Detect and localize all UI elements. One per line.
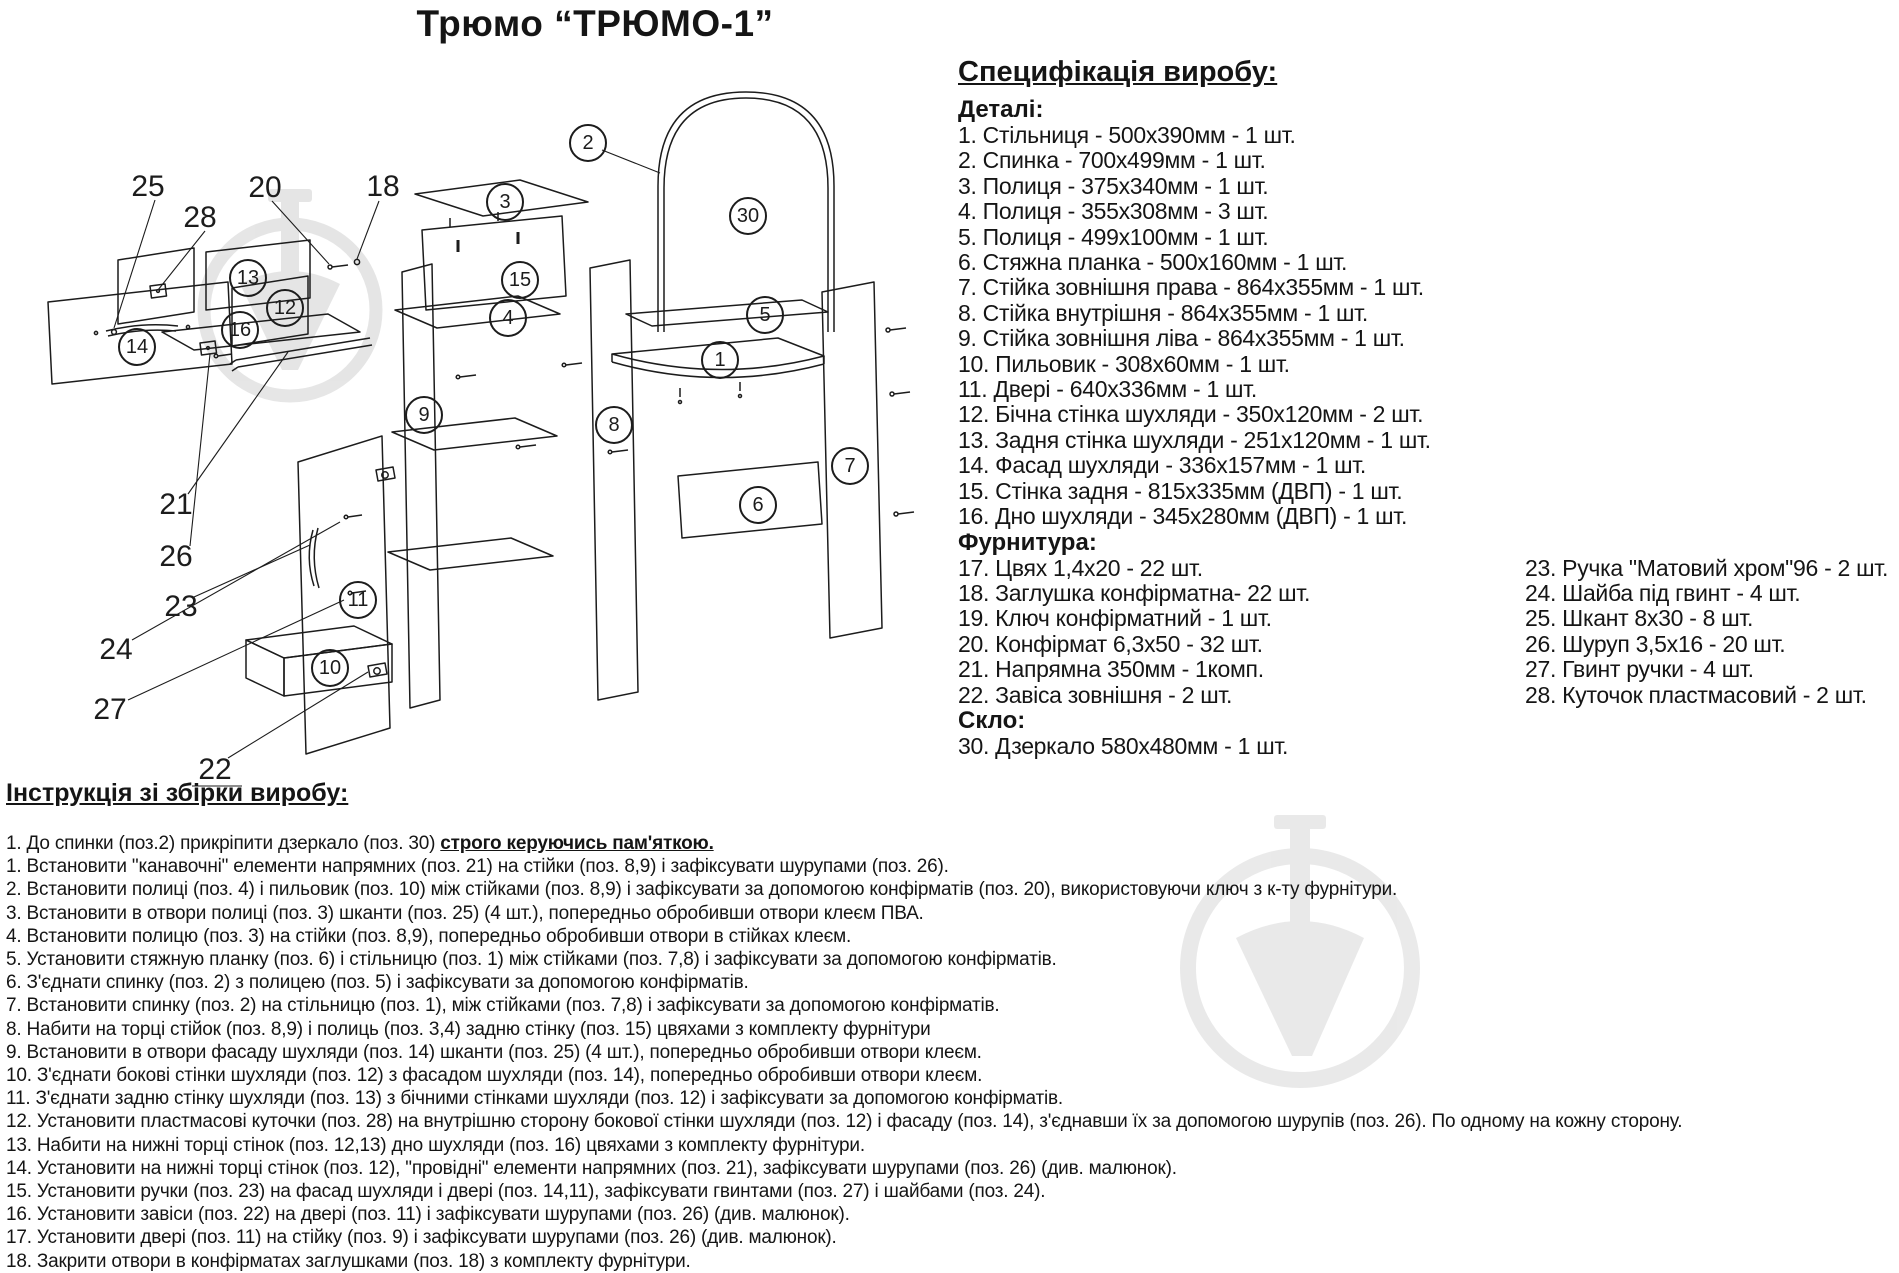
- hardware-item: 28. Куточок пластмасовий - 2 шт.: [1525, 681, 1867, 708]
- details-list: 1. Стільниця - 500х390мм - 1 шт.2. Спинк…: [958, 122, 1896, 530]
- spec-item: 11. Двері - 640х336мм - 1 шт.: [958, 376, 1257, 403]
- spec-item: 15. Стінка задня - 815х335мм (ДВП) - 1 ш…: [958, 477, 1403, 504]
- hardware-item: 21. Напрямна 350мм - 1комп.: [958, 656, 1264, 683]
- part-badge-5: 5: [746, 296, 784, 334]
- instruction-step: 11. З'єднати задню стінку шухляди (поз. …: [6, 1088, 1063, 1110]
- instruction-step: 8. Набити на торці стійок (поз. 8,9) і п…: [6, 1018, 931, 1040]
- spec-item: 14. Фасад шухляди - 336х157мм - 1 шт.: [958, 452, 1366, 479]
- part-badge-14: 14: [118, 328, 156, 366]
- leader-lines: [113, 149, 661, 787]
- part-badge-15: 15: [501, 261, 539, 299]
- part-badge-3: 3: [486, 183, 524, 221]
- instruction-step: 1. До спинки (поз.2) прикріпити дзеркало…: [6, 833, 714, 854]
- spec-item: 10. Пильовик - 308х60мм - 1 шт.: [958, 350, 1290, 377]
- instruction-step: 12. Установити пластмасові куточки (поз.…: [6, 1111, 1683, 1133]
- instruction-step: 9. Встановити в отвори фасаду шухляди (п…: [6, 1041, 982, 1063]
- page-title: Трюмо “ТРЮМО-1”: [416, 3, 774, 44]
- door-panel-group: [297, 435, 396, 755]
- specification-title: Специфікація виробу:: [958, 56, 1278, 88]
- hardware-item: 23. Ручка "Матовий хром"96 - 2 шт.: [1525, 554, 1889, 581]
- watermark-logo: [197, 189, 383, 403]
- glass-list: 30. Дзеркало 580х480мм - 1 шт.: [958, 732, 1896, 759]
- instruction-step: 2. Встановити полиці (поз. 4) і пильовик…: [6, 879, 1398, 901]
- part-label-27: 27: [93, 693, 127, 726]
- spec-item: 8. Стійка внутрішня - 864х355мм - 1 шт.: [958, 299, 1368, 326]
- part-badge-8: 8: [595, 406, 633, 444]
- part-badge-1: 1: [701, 341, 739, 379]
- part-badge-16: 16: [221, 311, 259, 349]
- part-badge-12: 12: [266, 289, 304, 327]
- instruction-step: 4. Встановити полицю (поз. 3) на стійки …: [6, 925, 852, 947]
- hardware-item: 18. Заглушка конфірматна- 22 шт.: [958, 579, 1311, 606]
- part-label-28: 28: [183, 201, 217, 234]
- hardware-item: 26. Шуруп 3,5х16 - 20 шт.: [1525, 630, 1786, 657]
- instruction-step: 16. Установити завіси (поз. 22) на двері…: [6, 1204, 850, 1226]
- hardware-item: 22. Завіса зовнішня - 2 шт.: [958, 681, 1233, 708]
- part-badge-30: 30: [729, 197, 767, 235]
- hardware-item: 27. Гвинт ручки - 4 шт.: [1525, 656, 1754, 683]
- instruction-step: 13. Набити на нижні торці стінок (поз. 1…: [6, 1134, 865, 1156]
- instruction-step: 18. Закрити отвори в конфірматах заглушк…: [6, 1250, 691, 1272]
- part-badge-10: 10: [311, 649, 349, 687]
- hardware-item: 25. Шкант 8х30 - 8 шт.: [1525, 605, 1754, 632]
- glass-heading: Скло:: [958, 706, 1026, 734]
- exploded-view-diagram: [47, 91, 915, 787]
- spec-item: 1. Стільниця - 500х390мм - 1 шт.: [958, 122, 1296, 148]
- hardware-item: 17. Цвях 1,4х20 - 22 шт.: [958, 554, 1203, 581]
- part-badge-4: 4: [489, 299, 527, 337]
- drawer-parts-group: [47, 239, 373, 385]
- spec-item: 16. Дно шухляди - 345х280мм (ДВП) - 1 шт…: [958, 503, 1408, 530]
- instruction-step: 1. Встановити "канавочні" елементи напря…: [6, 856, 949, 878]
- part-badge-9: 9: [405, 396, 443, 434]
- part-label-25: 25: [131, 170, 165, 203]
- spec-item: 4. Полиця - 355х308мм - 3 шт.: [958, 198, 1269, 225]
- instruction-step: 10. З'єднати бокові стінки шухляди (поз.…: [6, 1065, 983, 1087]
- spec-item: 7. Стійка зовнішня права - 864х355мм - 1…: [958, 274, 1424, 301]
- instruction-step: 5. Установити стяжную планку (поз. 6) і …: [6, 949, 1057, 971]
- details-heading: Деталі:: [958, 96, 1044, 123]
- instruction-steps-list: 1. До спинки (поз.2) прикріпити дзеркало…: [6, 832, 1899, 1273]
- instructions-title: Інструкція зі збірки виробу:: [6, 779, 349, 807]
- instructions-section: Інструкція зі збірки виробу: 1. До спинк…: [6, 778, 1899, 1273]
- instruction-step: 15. Установити ручки (поз. 23) на фасад …: [6, 1181, 1046, 1203]
- instruction-step: 3. Встановити в отвори полиці (поз. 3) ш…: [6, 902, 924, 924]
- cabinet-group: [245, 179, 639, 709]
- hardware-list-left: 17. Цвях 1,4х20 - 22 шт.18. Заглушка кон…: [958, 554, 1525, 708]
- glass-item: 30. Дзеркало 580х480мм - 1 шт.: [958, 732, 1289, 759]
- instruction-step: 17. Установити двері (поз. 11) на стійку…: [6, 1227, 837, 1249]
- spec-item: 13. Задня стінка шухляди - 251х120мм - 1…: [958, 426, 1431, 453]
- hardware-list-right: 23. Ручка "Матовий хром"96 - 2 шт.24. Ша…: [1525, 554, 1896, 708]
- part-badge-6: 6: [739, 486, 777, 524]
- hardware-item: 24. Шайба під гвинт - 4 шт.: [1525, 579, 1801, 606]
- part-badge-13: 13: [229, 259, 267, 297]
- part-label-24: 24: [99, 633, 133, 666]
- spec-item: 6. Стяжна планка - 500х160мм - 1 шт.: [958, 249, 1348, 276]
- hardware-item: 19. Ключ конфірматний - 1 шт.: [958, 605, 1272, 632]
- spec-item: 5. Полиця - 499х100мм - 1 шт.: [958, 223, 1269, 250]
- instruction-step: 14. Установити на нижні торці стінок (по…: [6, 1157, 1177, 1179]
- specification-section: Специфікація виробу: Деталі: 1. Стільниц…: [958, 56, 1896, 759]
- part-label-20: 20: [248, 171, 282, 204]
- spec-item: 12. Бічна стінка шухляди - 350х120мм - 2…: [958, 401, 1424, 428]
- part-label-23: 23: [164, 590, 198, 623]
- part-badge-7: 7: [831, 447, 869, 485]
- hardware-columns: 17. Цвях 1,4х20 - 22 шт.18. Заглушка кон…: [958, 554, 1896, 708]
- part-label-21: 21: [159, 488, 193, 521]
- mirror-table-group: [611, 91, 915, 639]
- hardware-item: 20. Конфірмат 6,3х50 - 32 шт.: [958, 630, 1263, 657]
- hardware-heading: Фурнитура:: [958, 528, 1097, 556]
- part-badge-2: 2: [569, 124, 607, 162]
- spec-item: 3. Полиця - 375х340мм - 1 шт.: [958, 172, 1269, 199]
- spec-item: 9. Стійка зовнішня ліва - 864х355мм - 1 …: [958, 325, 1405, 352]
- part-badge-11: 11: [339, 581, 377, 619]
- instruction-step: 6. З'єднати спинку (поз. 2) з полицею (п…: [6, 972, 749, 994]
- spec-item: 2. Спинка - 700х499мм - 1 шт.: [958, 147, 1266, 174]
- part-label-18: 18: [366, 170, 400, 203]
- instruction-step: 7. Встановити спинку (поз. 2) на стільни…: [6, 995, 1000, 1017]
- part-label-26: 26: [159, 540, 193, 573]
